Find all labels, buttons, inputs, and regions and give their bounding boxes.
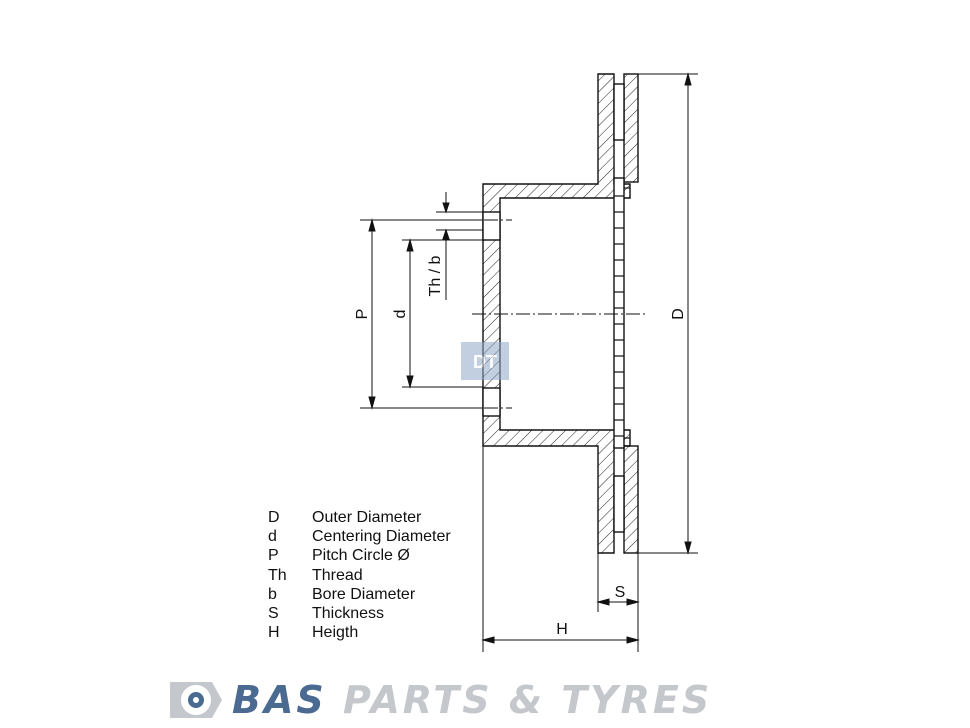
brand-logo-bar: BAS PARTS & TYRES [160, 672, 712, 728]
legend-symbol: Th [268, 566, 287, 584]
legend-row: P Pitch Circle Ø [268, 546, 451, 565]
bolt-hole-bottom [482, 387, 501, 417]
legend-symbol: P [268, 547, 279, 565]
legend-row: b Bore Diameter [268, 585, 451, 604]
legend-label: Bore Diameter [312, 585, 416, 603]
legend-row: H Heigth [268, 623, 451, 642]
label-H: H [556, 621, 568, 638]
legend-label: Thread [312, 566, 363, 584]
dimension-lines [360, 72, 698, 652]
label-Th-b: Th / b [427, 255, 444, 296]
vent-ticks [614, 187, 630, 439]
legend-symbol: S [268, 604, 279, 622]
legend-symbol: D [268, 509, 280, 526]
legend-row: D Outer Diameter [268, 508, 451, 527]
vent-slot-top [613, 83, 625, 141]
legend-row: Th Thread [268, 566, 451, 585]
disc-section [482, 73, 639, 554]
legend: D Outer Diameter d Centering Diameter P … [268, 508, 451, 642]
legend-label: Centering Diameter [312, 528, 451, 546]
outer-ring-top [623, 73, 639, 183]
label-P: P [354, 309, 371, 320]
legend-label: Pitch Circle Ø [312, 547, 410, 565]
label-D: D [670, 308, 687, 320]
hub-section [482, 73, 631, 554]
brand-word-primary: BAS [232, 678, 327, 722]
vent-slot-bottom [613, 475, 625, 533]
legend-row: d Centering Diameter [268, 527, 451, 546]
legend-row: S Thickness [268, 604, 451, 623]
legend-symbol: d [268, 528, 277, 546]
brand-disc-icon [170, 682, 222, 718]
watermark-text: DT [473, 352, 497, 372]
label-S: S [615, 584, 626, 601]
brand-name: BAS PARTS & TYRES [232, 678, 712, 722]
legend-label: Thickness [312, 604, 385, 622]
label-d: d [392, 310, 409, 319]
outer-ring-bottom [623, 445, 639, 554]
watermark-logo: DT [461, 342, 509, 380]
legend-symbol: b [268, 585, 277, 603]
legend-label: Outer Diameter [312, 509, 422, 526]
legend-label: Heigth [312, 624, 359, 642]
legend-symbol: H [268, 624, 280, 642]
brand-word-secondary: PARTS & TYRES [342, 678, 713, 722]
ring-plate [613, 177, 625, 449]
bolt-hole-top [482, 211, 501, 241]
